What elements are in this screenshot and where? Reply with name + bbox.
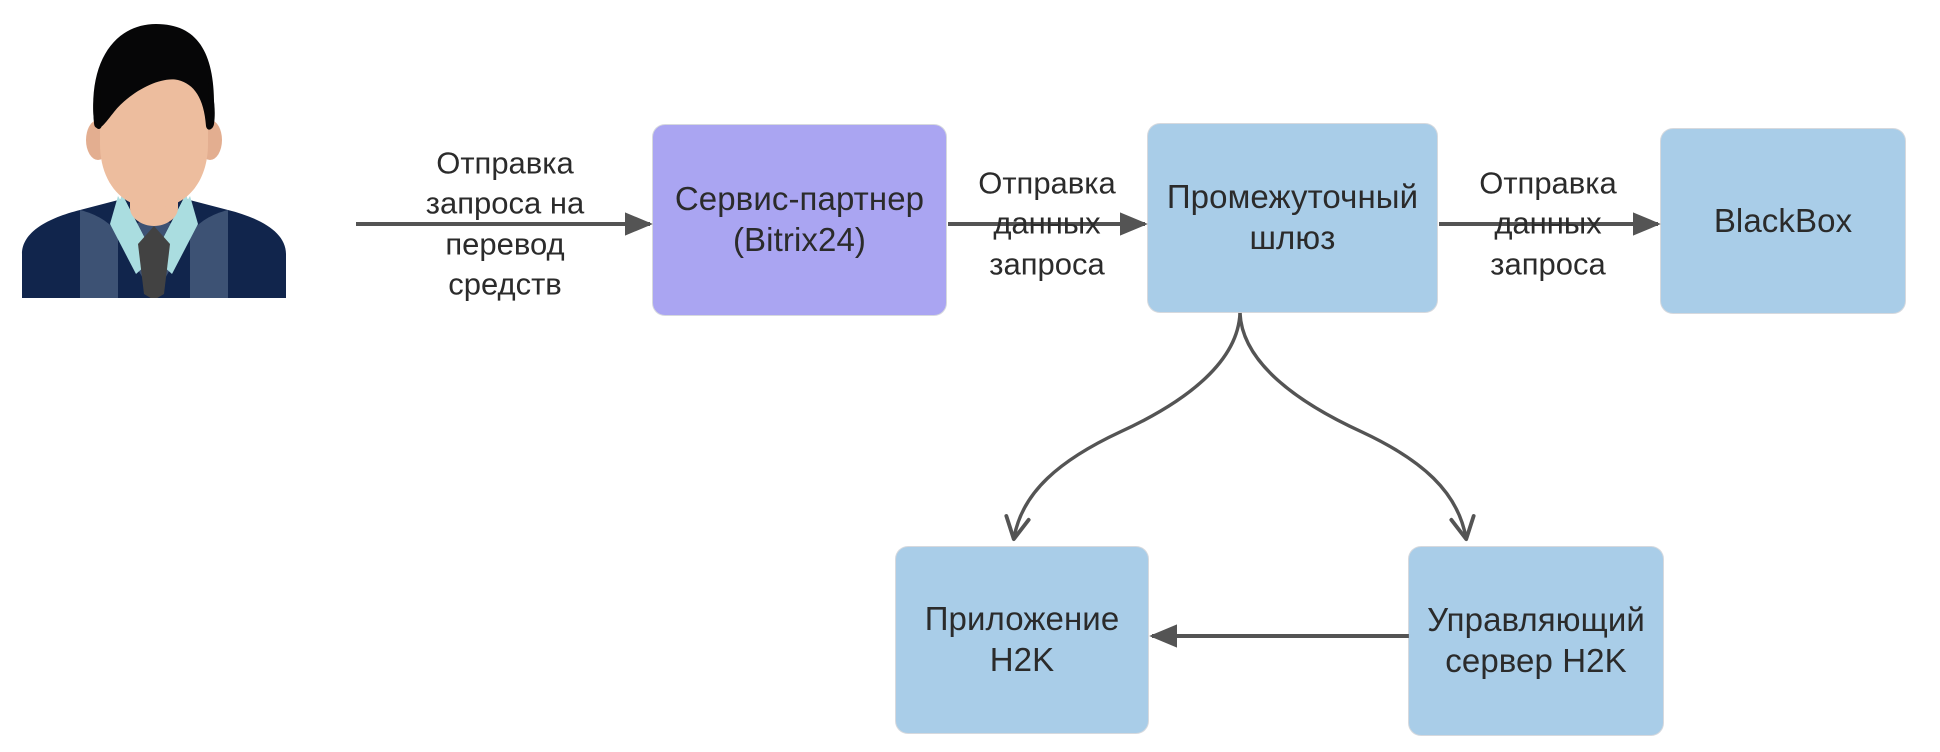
edge-gateway-to-server (1238, 312, 1476, 542)
node-label: BlackBox (1713, 201, 1853, 239)
node-application-h2k[interactable]: Приложение H2K (896, 547, 1148, 733)
edge-gateway-to-app (1004, 312, 1242, 542)
business-person-avatar-icon (22, 24, 286, 298)
edge-label-gateway-to-blackbox: Отправка данных запроса (1479, 165, 1617, 282)
node-blackbox[interactable]: BlackBox (1661, 129, 1905, 313)
edge-label-actor-to-partner: Отправка запроса на перевод средств (425, 145, 585, 302)
edge-label-partner-to-gateway: Отправка данных запроса (978, 165, 1116, 282)
node-label: Управляющий сервер H2K (1427, 601, 1645, 679)
node-management-server-h2k[interactable]: Управляющий сервер H2K (1409, 547, 1663, 735)
node-label: Приложение H2K (924, 600, 1120, 678)
node-service-partner-bitrix24[interactable]: Сервис-партнер (Bitrix24) (653, 125, 946, 315)
node-intermediate-gateway[interactable]: Промежуточный шлюз (1148, 124, 1437, 312)
node-label: Сервис-партнер (Bitrix24) (674, 180, 925, 258)
node-label: Промежуточный шлюз (1166, 178, 1419, 256)
